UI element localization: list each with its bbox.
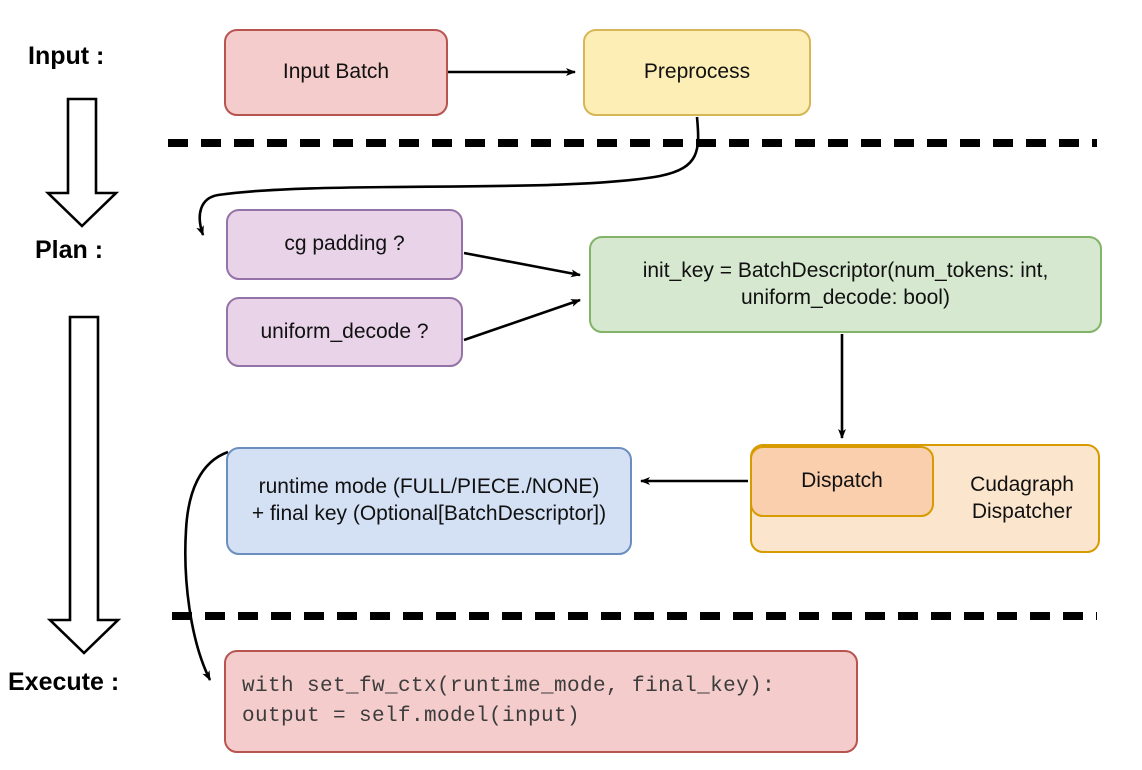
connector-cg-padding-to-init-key	[463, 251, 581, 278]
node-runtime-mode[interactable]: runtime mode (FULL/PIECE./NONE) + final …	[226, 447, 632, 555]
node-execute-code-block[interactable]: with set_fw_ctx(runtime_mode, final_key)…	[224, 650, 858, 753]
connector-uniform-decode-to-init-key	[463, 298, 581, 342]
stage-arrow-input-to-plan-icon	[44, 97, 120, 228]
node-input-batch[interactable]: Input Batch	[224, 29, 448, 116]
stage-arrow-plan-to-execute-icon	[46, 315, 122, 655]
node-uniform-decode[interactable]: uniform_decode ?	[226, 297, 463, 367]
node-cg-padding[interactable]: cg padding ?	[226, 209, 463, 280]
stage-label-input: Input :	[28, 42, 105, 70]
stage-label-execute: Execute :	[8, 668, 120, 696]
node-preprocess[interactable]: Preprocess	[583, 29, 811, 116]
node-init-key[interactable]: init_key = BatchDescriptor(num_tokens: i…	[589, 236, 1102, 333]
connector-runtime-mode-to-exec-code	[184, 450, 229, 681]
stage-label-plan: Plan :	[35, 236, 104, 264]
node-dispatch[interactable]: Dispatch	[750, 446, 934, 517]
